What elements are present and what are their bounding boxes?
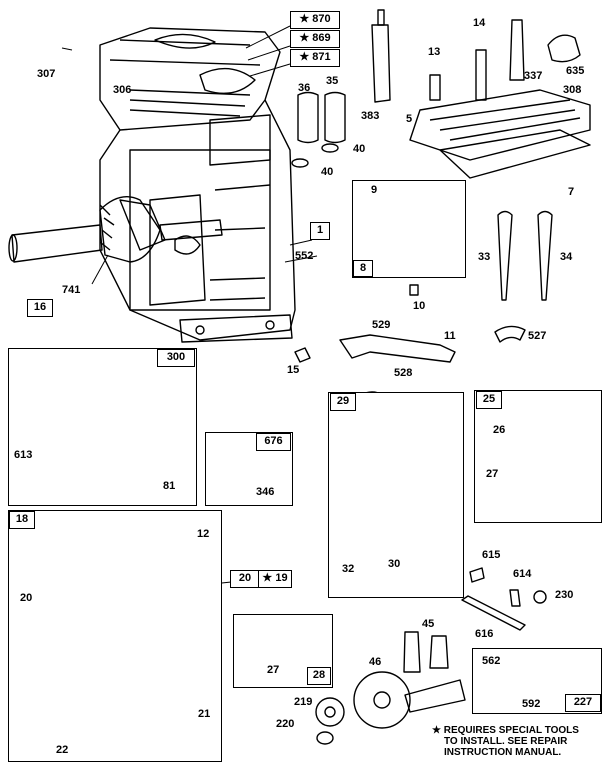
part-tag-19: ★ 19 [258,570,292,588]
part-label-7: 7 [568,186,575,198]
part-label-32: 32 [342,563,355,575]
muffler-group-box [8,348,197,506]
part-label-34: 34 [560,251,573,263]
part-label-219: 219 [294,696,313,708]
cylinder-block-drawing [99,27,296,343]
part-label-26: 26 [493,424,506,436]
part-label-40-lower: 40 [321,166,334,178]
part-number: 871 [312,51,331,63]
part-tag-1: 1 [310,222,330,240]
part-label-10: 10 [413,300,426,312]
part-tag-869: ★ 869 [290,30,340,48]
part-label-614: 614 [513,568,532,580]
star-icon: ★ [299,32,310,44]
star-icon: ★ [262,572,273,584]
part-label-40-upper: 40 [353,143,366,155]
part-label-15: 15 [287,364,300,376]
part-number: 869 [312,32,331,44]
part-label-337: 337 [524,70,543,82]
part-label-528: 528 [394,367,413,379]
part-label-45: 45 [422,618,435,630]
part-tag-870: ★ 870 [290,11,340,29]
part-label-635: 635 [566,65,585,77]
part-tag-227: 227 [565,694,601,712]
part-tag-28: 28 [307,667,331,685]
part-label-220: 220 [276,718,295,730]
part-label-20-left: 20 [20,592,33,604]
part-label-383: 383 [361,110,380,122]
part-label-9: 9 [371,184,378,196]
part-tag-20: 20 [230,570,260,588]
part-label-14: 14 [473,17,486,29]
part-label-46: 46 [369,656,382,668]
part-label-27-piston: 27 [486,468,499,480]
crankcase-cover-group-box [8,510,222,762]
part-tag-16: 16 [27,299,53,317]
part-label-308: 308 [563,84,582,96]
part-label-562: 562 [482,655,501,667]
breather-tube-drawing [294,325,526,363]
part-tag-29: 29 [330,393,356,411]
footnote-line-2: TO INSTALL. SEE REPAIR [444,736,568,747]
part-label-230: 230 [555,589,574,601]
part-label-307: 307 [37,68,56,80]
part-label-5: 5 [406,113,413,125]
part-label-616: 616 [475,628,494,640]
footnote-line-3: INSTRUCTION MANUAL. [444,747,562,758]
part-label-35: 35 [326,75,339,87]
top-parts-drawing [291,9,591,301]
part-number: 19 [275,572,288,584]
part-tag-8: 8 [353,260,373,277]
part-label-592: 592 [522,698,541,710]
pin-group-box [233,614,333,688]
part-label-306: 306 [113,84,132,96]
part-label-36: 36 [298,82,311,94]
part-tag-18: 18 [9,511,35,529]
part-label-552: 552 [295,250,314,262]
part-label-613: 613 [14,449,33,461]
footnote-line-1: ★ REQUIRES SPECIAL TOOLS [432,725,579,736]
part-label-529: 529 [372,319,391,331]
crankshaft-drawing [8,196,223,263]
part-label-13: 13 [428,46,441,58]
part-label-33: 33 [478,251,491,263]
part-tag-25: 25 [476,391,502,409]
part-number: 870 [312,13,331,25]
star-icon: ★ [299,51,310,63]
part-label-741: 741 [62,284,81,296]
part-tag-676: 676 [256,433,291,451]
part-label-11: 11 [444,330,456,342]
part-label-527: 527 [528,330,547,342]
part-label-21: 21 [198,708,211,720]
special-tools-footnote: ★ REQUIRES SPECIAL TOOLS TO INSTALL. SEE… [432,725,579,758]
star-icon: ★ [299,13,310,25]
part-tag-300: 300 [157,349,195,367]
part-tag-871: ★ 871 [290,49,340,67]
part-label-12: 12 [197,528,210,540]
piston-group-box [474,390,602,523]
part-label-615: 615 [482,549,501,561]
part-label-81: 81 [163,480,176,492]
part-label-22: 22 [56,744,69,756]
part-label-346: 346 [256,486,275,498]
part-label-27-pin: 27 [267,664,280,676]
connecting-rod-group-box [328,392,464,598]
part-label-30: 30 [388,558,401,570]
